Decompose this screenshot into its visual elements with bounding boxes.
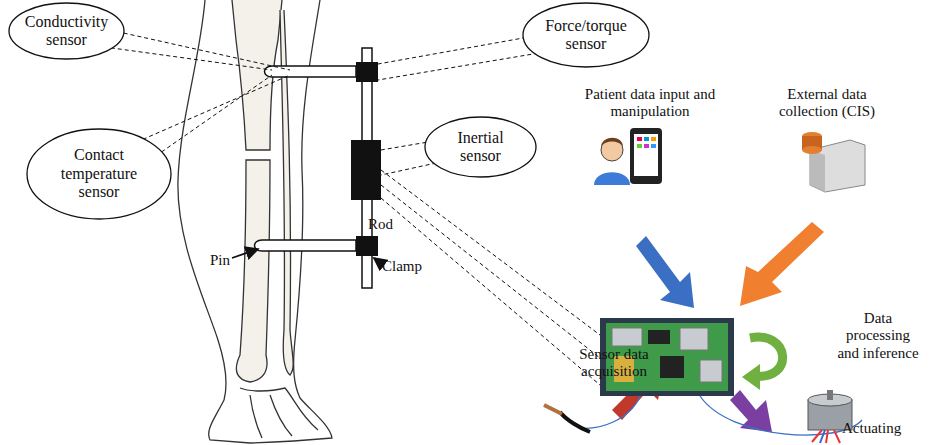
sensor-name: Force/torque sensor xyxy=(540,17,632,54)
person-icon xyxy=(594,128,662,185)
leader-lines xyxy=(90,30,600,385)
label-text: Data processing and inference xyxy=(834,310,922,362)
sensor-ellipse: Inertial sensor xyxy=(424,116,537,178)
label-text: Clamp xyxy=(382,258,442,275)
label-text: External data collection (CIS) xyxy=(762,86,892,121)
label-text: Patient data input and manipulation xyxy=(580,86,720,121)
input-arrow xyxy=(740,222,824,306)
label-text: Pin xyxy=(210,252,250,269)
label-text: Rod xyxy=(368,216,408,233)
sensor-name: Conductivity sensor xyxy=(25,13,109,50)
external-fixator xyxy=(255,48,382,288)
output-arrow xyxy=(730,390,772,432)
label-text: Actuating xyxy=(842,420,922,437)
input-arrow xyxy=(636,236,694,308)
sensor-ellipse: Force/torque sensor xyxy=(522,2,650,68)
sensor-name: Inertial sensor xyxy=(440,129,521,166)
sensor-ellipse: Conductivity sensor xyxy=(8,2,125,60)
sensor-name: Contact temperature sensor xyxy=(47,146,152,201)
sensor-ellipse: Contact temperature sensor xyxy=(26,128,172,220)
label-text: Sensor data acquisition xyxy=(566,346,662,381)
server-icon xyxy=(802,132,865,192)
